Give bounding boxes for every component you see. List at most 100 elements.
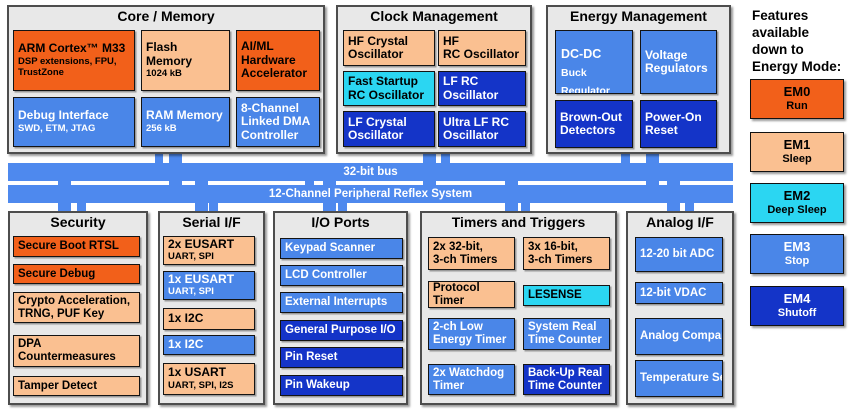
block-ram-memory: RAM Memory 256 kB bbox=[141, 97, 230, 147]
block-lf-crystal-oscillator: LF Crystal Oscillator bbox=[343, 111, 435, 147]
energy-mode-em3: EM3 Stop bbox=[750, 234, 844, 274]
block-external-interrupts: External Interrupts bbox=[280, 292, 403, 313]
section-title: Analog I/F bbox=[646, 214, 714, 230]
energy-mode-sublabel: Run bbox=[786, 99, 808, 112]
block-lcd-controller: LCD Controller bbox=[280, 265, 403, 286]
block-label: 12-20 bit ADC bbox=[640, 248, 715, 261]
bus-connector bbox=[338, 202, 347, 212]
section-serial-if: Serial I/F 2x EUSART UART, SPI 1x EUSART… bbox=[158, 211, 265, 405]
block-power-on-reset: Power-On Reset bbox=[640, 100, 717, 148]
block-general-purpose-io: General Purpose I/O bbox=[280, 320, 403, 341]
section-title: Core / Memory bbox=[117, 8, 215, 24]
block-sublabel: SWD, ETM, JTAG bbox=[18, 122, 96, 134]
section-core-memory: Core / Memory ARM Cortex™ M33 DSP extens… bbox=[7, 5, 325, 154]
block-label: 1x I2C bbox=[168, 337, 204, 352]
block-system-real-time-counter: System Real Time Counter bbox=[523, 318, 610, 350]
section-security: Security Secure Boot RTSL Secure Debug C… bbox=[8, 211, 148, 405]
block-label: 1x USART bbox=[168, 365, 227, 380]
block-label: HF Crystal Oscillator bbox=[348, 33, 409, 61]
block-label: System Real Time Counter bbox=[528, 321, 602, 346]
block-2x-32bit-timers: 2x 32-bit, 3-ch Timers bbox=[428, 237, 515, 270]
bus-32bit: 32-bit bus bbox=[8, 163, 733, 181]
block-sublabel: UART, SPI bbox=[168, 286, 214, 298]
energy-mode-label: EM4 bbox=[783, 291, 811, 307]
bus-connector bbox=[685, 202, 694, 212]
block-label: Crypto Acceleration, TRNG, PUF Key bbox=[18, 294, 131, 320]
bus-32bit-label: 32-bit bus bbox=[343, 166, 398, 178]
block-label: Ultra LF RC Oscillator bbox=[443, 114, 509, 142]
block-temperature-sensor: Temperature Sensor bbox=[635, 360, 723, 397]
block-brown-out-detectors: Brown-Out Detectors bbox=[555, 100, 633, 148]
block-voltage-regulators: Voltage Regulators bbox=[640, 30, 717, 94]
block-label: Voltage Regulators bbox=[645, 47, 708, 75]
block-1x-i2c-b: 1x I2C bbox=[163, 335, 255, 355]
energy-mode-em2: EM2 Deep Sleep bbox=[750, 183, 844, 223]
block-2ch-low-energy-timer: 2-ch Low Energy Timer bbox=[428, 318, 515, 350]
section-title: Security bbox=[50, 214, 106, 230]
block-label: ARM Cortex™ M33 bbox=[18, 41, 126, 56]
block-label: LESENSE bbox=[528, 289, 582, 302]
energy-mode-label: EM2 bbox=[783, 188, 811, 204]
block-label: Temperature Sensor bbox=[640, 372, 722, 385]
block-lf-rc-oscillator: LF RC Oscillator bbox=[438, 71, 526, 106]
block-tamper-detect: Tamper Detect bbox=[13, 376, 140, 396]
block-label: LCD Controller bbox=[285, 269, 367, 282]
block-label: 3x 16-bit, 3-ch Timers bbox=[528, 240, 593, 266]
bus-peripheral-reflex-label: 12-Channel Peripheral Reflex System bbox=[268, 188, 473, 200]
block-label: Brown-Out Detectors bbox=[560, 109, 622, 137]
block-label: Flash Memory bbox=[146, 40, 193, 68]
energy-mode-label: EM3 bbox=[783, 239, 811, 255]
block-backup-real-time-counter: Back-Up Real Time Counter bbox=[523, 364, 610, 395]
block-protocol-timer: Protocol Timer bbox=[428, 281, 515, 308]
block-sublabel: 1024 kB bbox=[146, 67, 182, 79]
section-energy-management: Energy Management DC-DC Buck Regulator V… bbox=[546, 5, 731, 154]
bus-connector bbox=[77, 202, 86, 212]
energy-mode-sublabel: Sleep bbox=[782, 152, 812, 165]
block-label: 8-Channel Linked DMA Controller bbox=[241, 100, 311, 142]
block-debug-interface: Debug Interface SWD, ETM, JTAG bbox=[13, 97, 135, 147]
block-label: 12-bit VDAC bbox=[640, 286, 707, 299]
section-title: Energy Management bbox=[570, 8, 707, 24]
block-ai-ml-accelerator: AI/ML Hardware Accelerator bbox=[236, 30, 320, 91]
block-label: External Interrupts bbox=[285, 296, 388, 309]
block-label: LF Crystal Oscillator bbox=[348, 114, 407, 142]
section-title: I/O Ports bbox=[311, 214, 370, 230]
block-label: HF RC Oscillator bbox=[443, 33, 520, 61]
block-12-20bit-adc: 12-20 bit ADC bbox=[635, 237, 723, 272]
section-title: Serial I/F bbox=[182, 214, 241, 230]
energy-mode-sublabel: Stop bbox=[784, 254, 810, 267]
block-secure-debug: Secure Debug bbox=[13, 264, 140, 284]
block-pin-reset: Pin Reset bbox=[280, 347, 403, 368]
block-2x-eusart: 2x EUSART UART, SPI bbox=[163, 236, 255, 265]
block-label: AI/ML Hardware Accelerator bbox=[241, 39, 308, 81]
block-label: Pin Wakeup bbox=[285, 379, 350, 392]
block-secure-boot-rtsl: Secure Boot RTSL bbox=[13, 236, 140, 257]
block-crypto-acceleration: Crypto Acceleration, TRNG, PUF Key bbox=[13, 292, 140, 323]
block-3x-16bit-timers: 3x 16-bit, 3-ch Timers bbox=[523, 237, 610, 270]
block-label: Protocol Timer bbox=[433, 281, 480, 307]
block-label: Secure Debug bbox=[18, 267, 96, 280]
block-sublabel: UART, SPI, I2S bbox=[168, 379, 234, 391]
block-sublabel: UART, SPI bbox=[168, 251, 214, 263]
block-label: 1x I2C bbox=[168, 311, 204, 326]
block-label: 2x 32-bit, 3-ch Timers bbox=[433, 240, 498, 266]
section-clock-management: Clock Management HF Crystal Oscillator H… bbox=[336, 5, 532, 154]
block-dpa-countermeasures: DPA Countermeasures bbox=[13, 335, 140, 367]
block-dcdc-buck-regulator: DC-DC Buck Regulator bbox=[555, 30, 633, 94]
block-label: Secure Boot RTSL bbox=[18, 240, 119, 253]
block-1x-eusart: 1x EUSART UART, SPI bbox=[163, 271, 255, 300]
bus-connector bbox=[305, 180, 314, 188]
block-label: 2x EUSART bbox=[168, 236, 235, 251]
block-12bit-vdac: 12-bit VDAC bbox=[635, 282, 723, 304]
block-label: 2x Watchdog Timer bbox=[433, 366, 505, 392]
block-1x-i2c-a: 1x I2C bbox=[163, 308, 255, 330]
block-label: 1x EUSART bbox=[168, 271, 235, 286]
section-title: Timers and Triggers bbox=[451, 214, 586, 230]
energy-mode-em4: EM4 Shutoff bbox=[750, 286, 844, 326]
block-label: RAM Memory bbox=[146, 108, 223, 123]
block-arm-cortex-m33: ARM Cortex™ M33 DSP extensions, FPU, Tru… bbox=[13, 30, 135, 91]
energy-mode-sublabel: Deep Sleep bbox=[767, 203, 827, 216]
block-label: Pin Reset bbox=[285, 351, 338, 364]
block-fast-startup-rc-oscillator: Fast Startup RC Oscillator bbox=[343, 71, 435, 106]
